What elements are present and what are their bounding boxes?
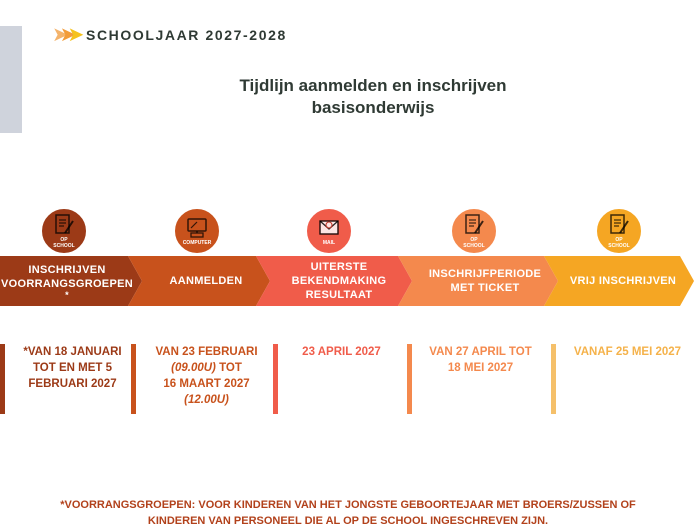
page-title-line: Tijdlijn aanmelden en inschrijven xyxy=(239,76,507,95)
page-title-line: basisonderwijs xyxy=(311,98,435,117)
document-pen-icon xyxy=(465,214,484,234)
timeline-segment-2 xyxy=(128,256,270,306)
step-5-circle: OP SCHOOL xyxy=(594,206,644,256)
mail-icon xyxy=(319,220,339,235)
chevrons-icon: ➤➤➤ xyxy=(52,24,84,46)
dates-voorrangsgroepen: *VAN 18 JANUARI TOT EN MET 5 FEBRUARI 20… xyxy=(0,344,132,414)
computer-icon xyxy=(187,218,207,238)
document-pen-icon xyxy=(55,214,74,234)
side-accent-bar xyxy=(0,26,22,133)
step-label-bekendmaking: UITERSTE BEKENDMAKING RESULTAAT xyxy=(291,261,387,301)
page-title: Tijdlijn aanmelden en inschrijven basiso… xyxy=(170,75,576,119)
step-label-voorrangsgroepen: INSCHRIJVEN VOORRANGSGROEPEN * xyxy=(1,264,133,300)
document-pen-icon xyxy=(610,214,629,234)
step-label-inschrijfperiode: INSCHRIJFPERIODE MET TICKET xyxy=(428,268,542,294)
timeline-band xyxy=(0,256,694,306)
step-3-circle: MAIL xyxy=(304,206,354,256)
footnote: *VOORRANGSGROEPEN: VOOR KINDEREN VAN HET… xyxy=(60,499,636,527)
step-4-circle: OP SCHOOL xyxy=(449,206,499,256)
dates-inschrijfperiode: VAN 27 APRIL TOT 18 MEI 2027 xyxy=(407,344,541,414)
step-label-vrij-inschrijven: VRIJ INSCHRIJVEN xyxy=(569,275,677,287)
timeline-segment-1 xyxy=(0,256,142,306)
dates-bekendmaking: 23 APRIL 2027 xyxy=(273,344,397,414)
dates-vrij-inschrijven: VANAF 25 MEI 2027 xyxy=(551,344,691,414)
dates-aanmelden: VAN 23 FEBRUARI (09.00U) TOT 16 MAART 20… xyxy=(131,344,269,414)
timeline-segment-3 xyxy=(256,256,412,306)
timeline-segment-5 xyxy=(544,256,694,306)
header: ➤➤➤ SCHOOLJAAR 2027-2028 xyxy=(52,22,287,47)
step-1-circle: OP SCHOOL xyxy=(39,206,89,256)
timeline-segment-4 xyxy=(398,256,558,306)
step-2-circle: COMPUTER xyxy=(172,206,222,256)
step-label-aanmelden: AANMELDEN xyxy=(169,275,243,287)
school-year-title: SCHOOLJAAR 2027-2028 xyxy=(86,26,287,43)
